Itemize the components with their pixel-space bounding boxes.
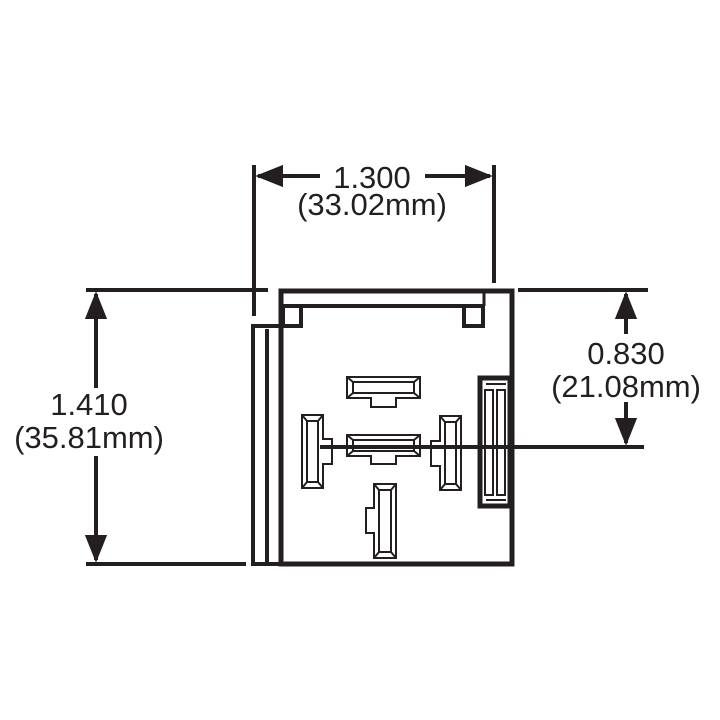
side-latch [477, 375, 513, 509]
offset-mm-label: (21.08mm) [551, 369, 701, 404]
terminal-bottom [365, 483, 397, 559]
outer-housing [251, 288, 515, 567]
terminal-center [346, 434, 421, 465]
height-mm-label: (35.81mm) [14, 420, 164, 455]
width-inches-label: 1.300 [333, 160, 411, 195]
offset-inches-label: 0.830 [587, 336, 665, 371]
height-dimension [84, 288, 268, 566]
width-mm-label: (33.02mm) [297, 187, 447, 222]
terminal-top [346, 376, 421, 408]
terminal-right [430, 415, 462, 491]
terminal-left [301, 414, 333, 489]
height-inches-label: 1.410 [50, 387, 128, 422]
